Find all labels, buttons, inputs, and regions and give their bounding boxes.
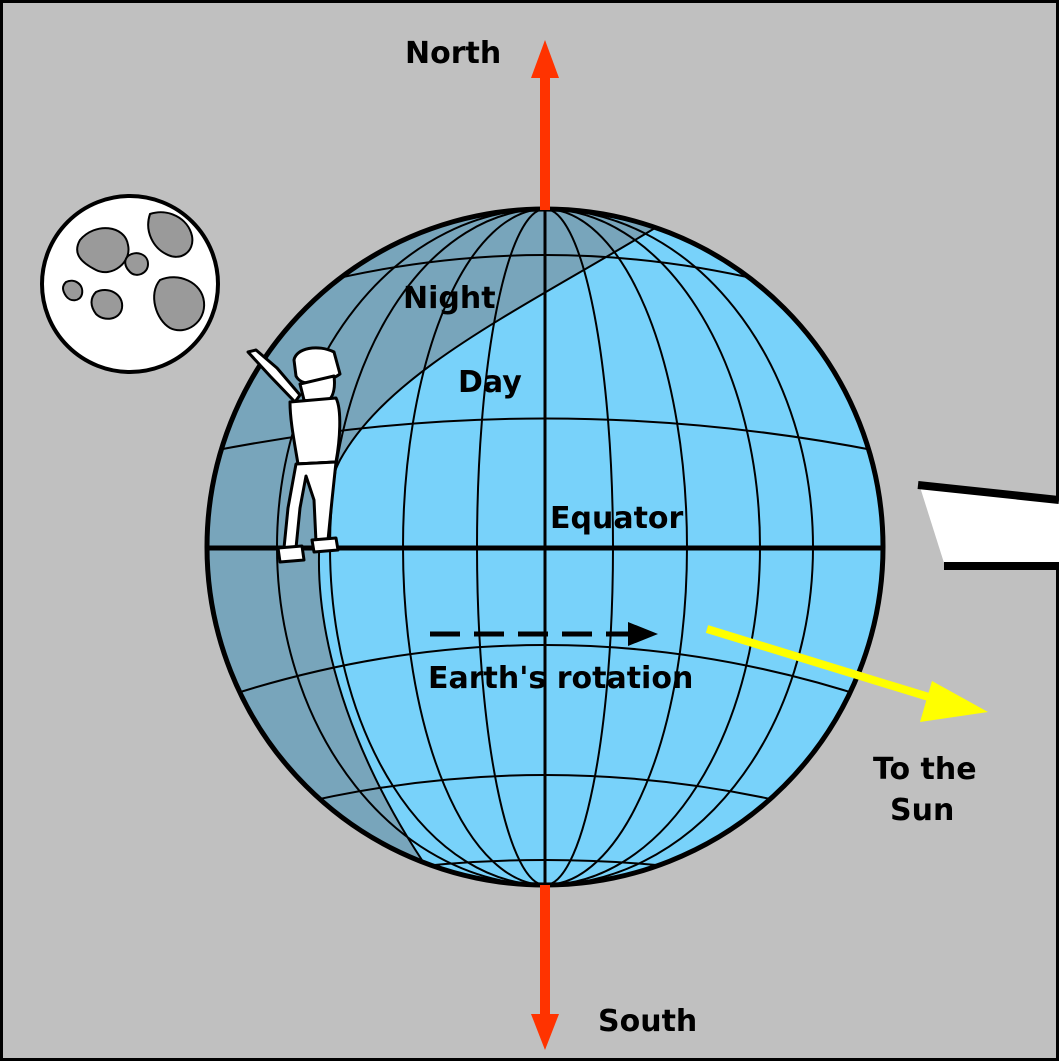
rotation-label: Earth's rotation bbox=[428, 661, 693, 696]
person-pointing-icon bbox=[246, 346, 342, 564]
to-sun-label-line2: Sun bbox=[890, 793, 954, 828]
day-label: Day bbox=[458, 365, 522, 400]
to-sun-label-line1: To the bbox=[873, 752, 977, 787]
north-label: North bbox=[405, 36, 501, 71]
south-label: South bbox=[598, 1004, 697, 1039]
night-label: Night bbox=[403, 281, 496, 316]
sun-beam-icon bbox=[917, 481, 1059, 570]
to-sun-arrow bbox=[705, 625, 988, 722]
rotation-axis bbox=[531, 40, 559, 1050]
moon-icon bbox=[40, 194, 220, 374]
rotation-arrow bbox=[430, 622, 658, 646]
terminator-line bbox=[318, 227, 656, 885]
equator-label: Equator bbox=[550, 501, 684, 536]
